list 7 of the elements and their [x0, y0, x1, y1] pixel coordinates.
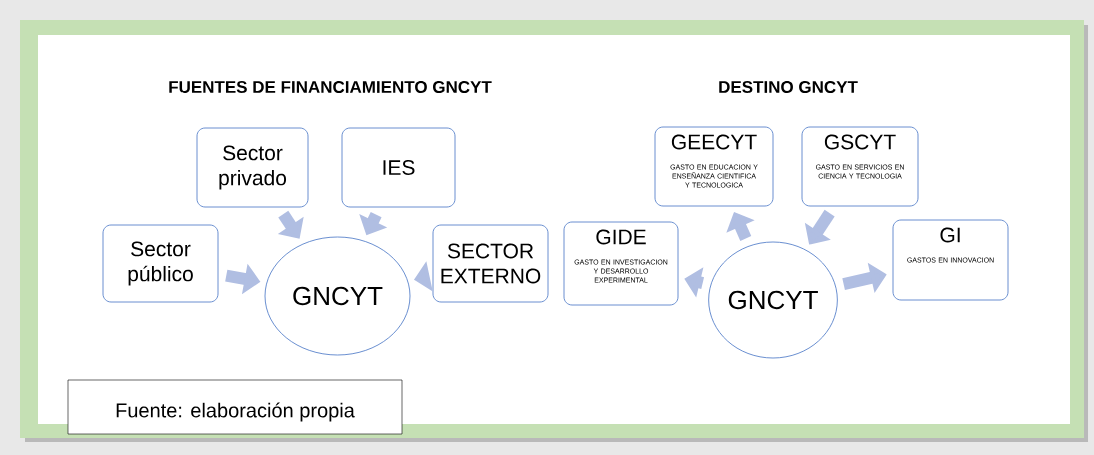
box: Sector privado [196, 127, 309, 208]
section-heading: FUENTES DE FINANCIAMIENTO GNCYT [169, 81, 492, 94]
box: SECTOR EXTERNO [432, 224, 549, 303]
section-heading: DESTINO GNCYT [719, 81, 858, 94]
caption-box: Fuente: elaboración propia [67, 379, 403, 435]
box: IES [341, 127, 456, 208]
box: Sector público [102, 224, 219, 303]
